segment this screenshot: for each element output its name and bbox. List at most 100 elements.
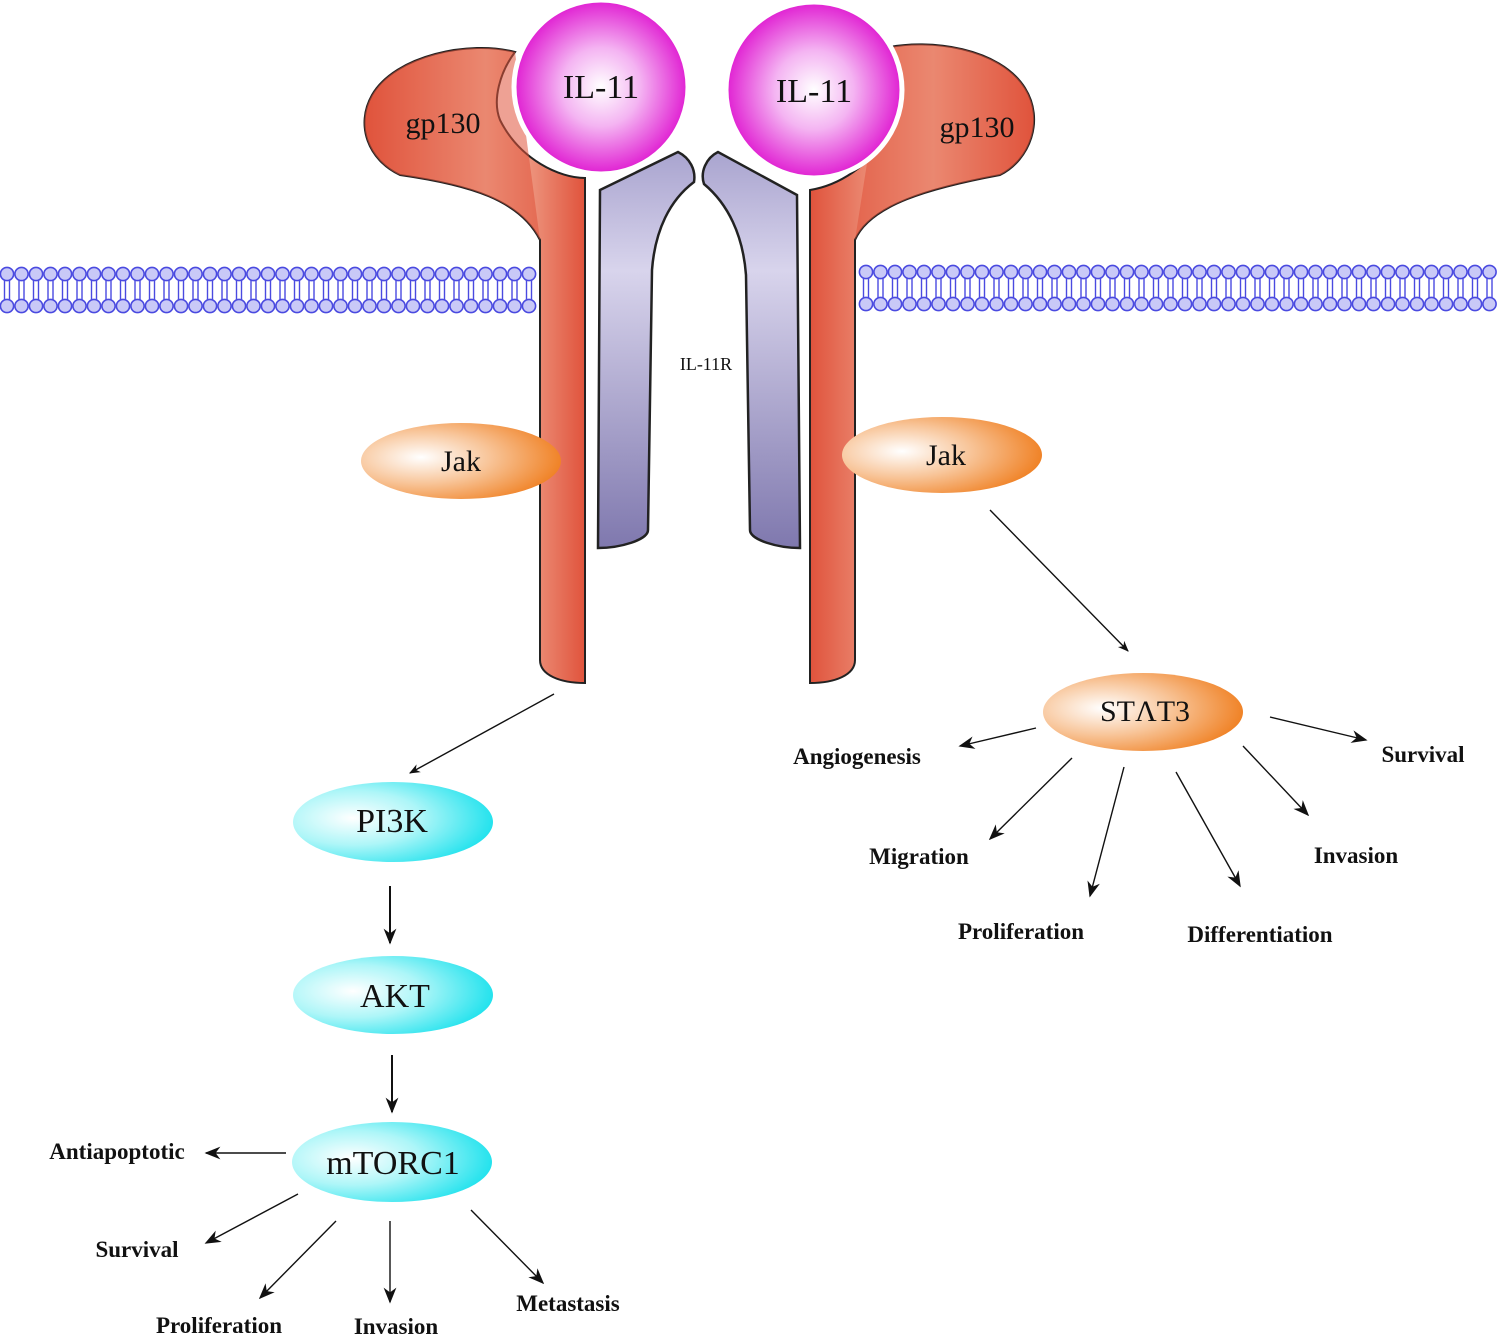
lipid-head bbox=[1293, 264, 1309, 280]
il11-ligand-right bbox=[723, 0, 905, 181]
lipid-head bbox=[405, 298, 421, 314]
outcome-invasion-stat3: Invasion bbox=[1314, 843, 1399, 868]
lipid-head bbox=[873, 296, 888, 312]
lipid-head bbox=[873, 264, 888, 280]
lipid-head bbox=[188, 266, 203, 282]
lipid-head bbox=[974, 264, 990, 280]
lipid-head bbox=[1148, 264, 1164, 280]
lipid-head bbox=[1090, 264, 1106, 280]
lipid-head bbox=[492, 266, 508, 282]
lipid-head bbox=[1119, 264, 1135, 280]
outcome-antiapoptotic: Antiapoptotic bbox=[49, 1139, 184, 1164]
lipid-head bbox=[1467, 264, 1483, 280]
lipid-head bbox=[945, 264, 961, 280]
lipid-head bbox=[1424, 264, 1439, 280]
cell-membrane-left bbox=[0, 266, 537, 314]
outcome-proliferation-mtorc1: Proliferation bbox=[156, 1313, 282, 1337]
lipid-head bbox=[463, 298, 479, 314]
lipid-head bbox=[57, 298, 73, 314]
lipid-head bbox=[989, 296, 1004, 312]
lipid-head bbox=[0, 298, 15, 314]
lipid-head bbox=[887, 296, 903, 312]
lipid-head bbox=[72, 298, 87, 314]
lipid-head bbox=[289, 298, 305, 314]
lipid-head bbox=[391, 298, 406, 314]
lipid-head bbox=[521, 298, 537, 314]
lipid-head bbox=[231, 298, 247, 314]
lipid-head bbox=[28, 266, 44, 282]
lipid-head bbox=[14, 298, 29, 314]
lipid-head bbox=[1264, 264, 1280, 280]
lipid-head bbox=[1264, 296, 1280, 312]
lipid-head bbox=[304, 266, 319, 282]
lipid-head bbox=[405, 266, 421, 282]
jak-kinase-right bbox=[842, 417, 1042, 493]
lipid-head bbox=[72, 266, 87, 282]
lipid-head bbox=[1293, 296, 1309, 312]
lipid-head bbox=[362, 266, 377, 282]
lipid-head bbox=[916, 296, 932, 312]
pi3k-label: PI3K bbox=[356, 803, 428, 840]
lipid-head bbox=[1337, 264, 1352, 280]
lipid-head bbox=[1395, 296, 1410, 312]
lipid-head bbox=[858, 296, 874, 312]
lipid-head bbox=[1090, 296, 1106, 312]
lipid-head bbox=[1076, 264, 1091, 280]
lipid-head bbox=[931, 296, 946, 312]
lipid-head bbox=[1453, 264, 1468, 280]
cell-membrane-right bbox=[858, 264, 1497, 312]
lipid-head bbox=[1076, 296, 1091, 312]
lipid-head bbox=[1279, 264, 1294, 280]
lipid-head bbox=[1366, 264, 1381, 280]
pi3k-node bbox=[293, 782, 493, 862]
lipid-head bbox=[1221, 296, 1236, 312]
arrow-mtorc1-survival bbox=[204, 1193, 299, 1244]
lipid-head bbox=[130, 266, 145, 282]
arrow-gp130-to-pi3k bbox=[409, 693, 555, 774]
lipid-head bbox=[1409, 296, 1425, 312]
arrow-jak-to-stat3 bbox=[989, 509, 1129, 652]
lipid-head bbox=[144, 298, 160, 314]
lipid-head bbox=[1177, 264, 1193, 280]
lipid-head bbox=[916, 264, 932, 280]
il11-label-right: IL-11 bbox=[776, 73, 852, 110]
lipid-head bbox=[217, 298, 232, 314]
lipid-head bbox=[1206, 296, 1222, 312]
lipid-head bbox=[173, 266, 189, 282]
lipid-head bbox=[188, 298, 203, 314]
lipid-head bbox=[173, 298, 189, 314]
lipid-head bbox=[1482, 296, 1497, 312]
il11-label-left: IL-11 bbox=[563, 69, 639, 106]
lipid-head bbox=[1177, 296, 1193, 312]
lipid-head bbox=[1192, 296, 1207, 312]
lipid-head bbox=[144, 266, 160, 282]
lipid-head bbox=[1105, 264, 1120, 280]
arrow-mtorc1-proliferation bbox=[258, 1220, 337, 1300]
arrow-mtorc1-metastasis bbox=[470, 1209, 545, 1285]
outcome-differentiation: Differentiation bbox=[1187, 922, 1332, 947]
lipid-head bbox=[1409, 264, 1425, 280]
lipid-head bbox=[434, 266, 450, 282]
outcome-angiogenesis: Angiogenesis bbox=[793, 744, 921, 769]
jak-label-right: Jak bbox=[926, 439, 966, 472]
arrow-stat3-differentiation bbox=[1175, 771, 1241, 888]
lipid-head bbox=[376, 266, 392, 282]
lipid-head bbox=[304, 298, 319, 314]
mtorc1-node bbox=[292, 1122, 492, 1202]
arrow-stat3-migration bbox=[988, 757, 1073, 841]
lipid-head bbox=[1337, 296, 1352, 312]
lipid-head bbox=[1438, 296, 1454, 312]
lipid-head bbox=[449, 298, 464, 314]
lipid-head bbox=[887, 264, 903, 280]
stat3-label: STΛT3 bbox=[1100, 695, 1190, 728]
il11r-label: IL-11R bbox=[680, 354, 732, 374]
outcome-metastasis: Metastasis bbox=[516, 1291, 620, 1316]
lipid-head bbox=[858, 264, 874, 280]
lipid-head bbox=[1163, 264, 1178, 280]
lipid-head bbox=[420, 266, 435, 282]
lipid-head bbox=[1148, 296, 1164, 312]
lipid-head bbox=[1134, 296, 1149, 312]
lipid-head bbox=[57, 266, 73, 282]
outcome-migration: Migration bbox=[869, 844, 969, 869]
lipid-head bbox=[28, 298, 44, 314]
